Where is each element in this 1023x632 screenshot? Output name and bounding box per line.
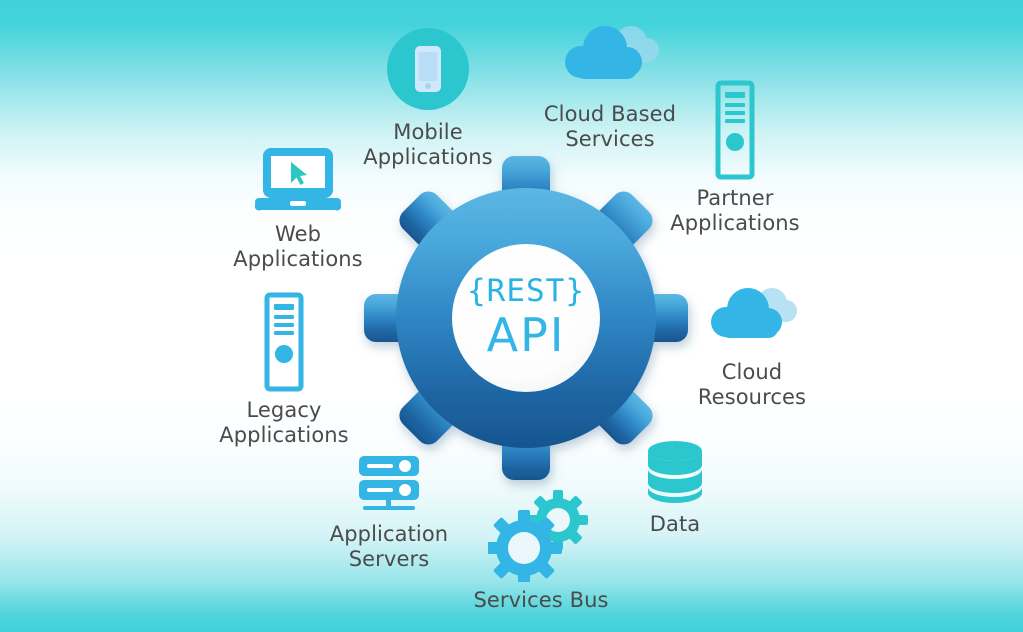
- node-mobile-applications[interactable]: Mobile Applications: [358, 24, 498, 169]
- node-label: Services Bus: [473, 588, 609, 612]
- laptop-icon: [255, 136, 341, 216]
- server-tower-icon: [254, 292, 314, 392]
- node-label: Data: [649, 512, 701, 536]
- gear-center-hole: [452, 244, 600, 392]
- node-web-applications[interactable]: Web Applications: [228, 136, 368, 271]
- rest-api-gear[interactable]: {REST} API: [364, 156, 688, 480]
- node-label: Partner Applications: [670, 186, 800, 235]
- node-label: Cloud Resources: [697, 360, 807, 409]
- mobile-phone-icon: [383, 24, 473, 114]
- node-label: Cloud Based Services: [543, 102, 677, 151]
- database-icon: [644, 434, 706, 506]
- node-label: Legacy Applications: [219, 398, 349, 447]
- node-legacy-applications[interactable]: Legacy Applications: [214, 292, 354, 447]
- node-cloud-based-services[interactable]: Cloud Based Services: [530, 22, 690, 151]
- node-cloud-resources[interactable]: Cloud Resources: [682, 284, 822, 409]
- cloud-icon: [702, 284, 802, 354]
- server-tower-icon: [705, 80, 765, 180]
- cloud-icon: [555, 22, 665, 96]
- rack-servers-icon: [353, 452, 425, 516]
- node-label: Mobile Applications: [363, 120, 493, 169]
- node-label: Application Servers: [329, 522, 449, 571]
- node-label: Web Applications: [233, 222, 363, 271]
- node-partner-applications[interactable]: Partner Applications: [665, 80, 805, 235]
- node-data[interactable]: Data: [620, 434, 730, 537]
- node-services-bus[interactable]: Services Bus: [466, 488, 616, 613]
- gear-shape: [364, 156, 688, 480]
- two-gears-icon: [488, 488, 594, 582]
- node-application-servers[interactable]: Application Servers: [314, 452, 464, 571]
